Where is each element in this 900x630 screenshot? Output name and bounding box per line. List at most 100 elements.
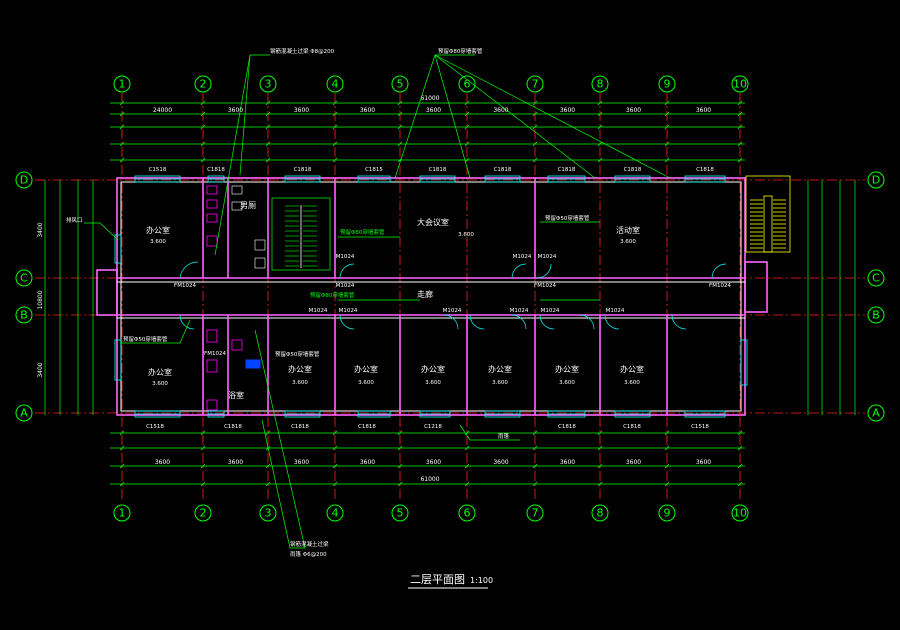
dim-tick [397, 463, 403, 469]
window-west-1 [114, 234, 122, 264]
room-office-1: 办公室 [288, 364, 312, 374]
fire-door-tag-3: FM1024 [709, 283, 731, 289]
bottom-dimensions: 61000 [110, 432, 745, 485]
dim-tick [464, 141, 470, 147]
elev-office-4: 3.600 [492, 380, 508, 386]
axis-bubble-4-bottom: 4 [326, 504, 344, 522]
dim-tick [332, 124, 338, 130]
axis-bubble-4-top: 4 [326, 75, 344, 93]
axis-bubble-D-left: D [15, 171, 33, 189]
elev-activity: 3.600 [620, 239, 636, 245]
dim-tick [397, 124, 403, 130]
dim-tick [265, 124, 271, 130]
door-tags: M1024 M1024 M1024 M1024 M1024 M1024 M102… [174, 254, 731, 357]
window-tag-top: C1818 [294, 167, 312, 173]
dim-tick [119, 481, 125, 487]
dim-tick [532, 124, 538, 130]
window-tag-top: C1818 [696, 167, 714, 173]
note-activity-pipe: 预留Φ50穿墙套管 [545, 214, 590, 222]
dim-label-top: 3600 [360, 107, 375, 114]
dim-label-bottom: 3600 [360, 459, 375, 466]
dim-label-top: 3600 [228, 107, 243, 114]
note-bottom-2: 雨篷 Φ6@200 [290, 550, 327, 558]
room-office-4: 办公室 [488, 364, 512, 374]
fire-door-tag-2: FM1024 [534, 283, 556, 289]
axis-bubble-8-top: 8 [591, 75, 609, 93]
room-activity: 活动室 [616, 225, 640, 235]
room-toilet: 男厕 [240, 201, 256, 210]
axis-label: 2 [200, 78, 207, 91]
dim-tick [737, 124, 743, 130]
fire-door-tag-4: FM1024 [204, 351, 226, 357]
dim-tick [265, 481, 271, 487]
dim-tick [119, 157, 125, 163]
dim-tick [200, 100, 206, 106]
top-total-dim: 61000 [420, 95, 439, 102]
staircase-main [271, 197, 331, 271]
dim-tick [397, 157, 403, 163]
axis-label: 10 [733, 507, 747, 520]
dim-tick [664, 445, 670, 451]
dim-label-bottom: 3600 [426, 459, 441, 466]
window-tag-bottom: C1818 [558, 424, 576, 430]
dim-tick [464, 111, 470, 117]
room-office-sw: 办公室 [148, 367, 172, 377]
axis-bubble-6-top: 6 [458, 75, 476, 93]
dim-tick [464, 445, 470, 451]
note-pipe-sw: 预留Φ50穿墙套管 [123, 335, 168, 343]
door-tag-2: M1024 [309, 308, 328, 314]
window-tag-bottom: C1818 [358, 424, 376, 430]
room-office-5: 办公室 [555, 364, 579, 374]
dim-tick [332, 111, 338, 117]
dim-tick [265, 100, 271, 106]
bottom-total-dim: 61000 [420, 476, 439, 483]
axis-label: 8 [597, 78, 604, 91]
dim-tick [119, 463, 125, 469]
window-tag-bottom: C1518 [691, 424, 709, 430]
note-vent: 排风口 [66, 216, 83, 224]
room-bath: 浴室 [228, 390, 244, 400]
dim-tick [332, 141, 338, 147]
dim-tick [332, 481, 338, 487]
dim-tick [464, 481, 470, 487]
door-tag-9: M1024 [538, 254, 557, 260]
door-tag-1: M1024 [336, 283, 355, 289]
note-bottom: 钢筋混凝土过梁 [290, 540, 329, 548]
dim-tick [597, 124, 603, 130]
dim-tick [597, 430, 603, 436]
window-tag-top: C1518 [149, 167, 167, 173]
drawing-title: 二层平面图 1:100 [408, 573, 493, 589]
note-beam-top: 钢筋混凝土过梁 Φ8@200 [270, 47, 335, 55]
note-meeting-pipe: 预留Φ80穿墙套管 [340, 228, 385, 236]
axis-label: 4 [332, 78, 339, 91]
axis-bubble-2-top: 2 [194, 75, 212, 93]
dim-tick [119, 430, 125, 436]
door-tag-3: M1024 [339, 308, 358, 314]
dimension-ticks [119, 100, 743, 487]
room-office-nw: 办公室 [146, 225, 170, 235]
dim-tick [737, 157, 743, 163]
dim-tick [265, 430, 271, 436]
axis-label: 5 [397, 507, 404, 520]
axis-label: 6 [464, 507, 471, 520]
window-tag-top: C1818 [624, 167, 642, 173]
window-tag-bottom: C1818 [623, 424, 641, 430]
dim-tick [397, 481, 403, 487]
axis-label: 1 [119, 78, 126, 91]
dimension-labels: 2400036003600360036003600360036003600360… [153, 107, 711, 466]
room-office-6: 办公室 [620, 364, 644, 374]
left-dimensions: 3400 10800 3400 [37, 180, 94, 415]
axis-bubble-6-bottom: 6 [458, 504, 476, 522]
axis-bubble-A-right: A [867, 404, 885, 422]
corridor-walls [117, 277, 745, 319]
axis-bubble-5-bottom: 5 [391, 504, 409, 522]
axis-label: A [20, 407, 28, 420]
fire-door-tag-1: FM1024 [174, 283, 196, 289]
dim-tick [200, 463, 206, 469]
dim-tick [464, 157, 470, 163]
elev-office-5: 3.600 [559, 380, 575, 386]
axis-bubble-D-right: D [867, 171, 885, 189]
